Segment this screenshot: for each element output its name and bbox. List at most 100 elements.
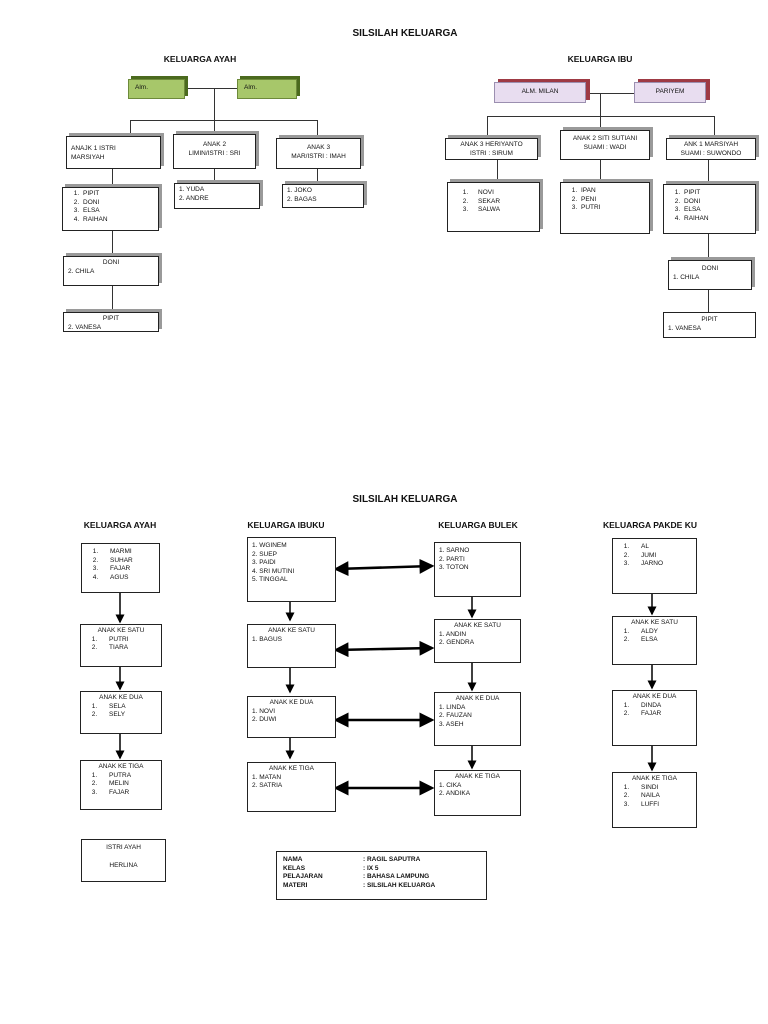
heading-keluarga-bulek: KELUARGA BULEK — [438, 520, 518, 530]
ibu-doni-box: DONI 1. CHILA — [668, 260, 752, 290]
box-title: ANAK KE TIGA — [268, 765, 315, 772]
list-item: DONI — [81, 199, 154, 208]
ayah-child-1: ANAJK 1 ISTRI MARSIYAH — [66, 136, 161, 169]
parent-pariyem: PARIYEM — [634, 82, 706, 103]
list-item: PUTRI — [579, 204, 645, 213]
info-value: : SILSILAH KELUARGA — [363, 881, 436, 889]
heading-keluarga-ibuku: KELUARGA IBUKU — [247, 520, 325, 530]
list-item: 2. PARTI — [439, 555, 465, 563]
list-item: NOVI — [470, 189, 535, 198]
info-key: MATERI — [283, 881, 308, 889]
ibu-child-1: ANAK 3 HERIYANTO ISTRI : SIRUM — [445, 138, 538, 160]
box-title: DONI — [102, 259, 120, 266]
list-item: SEKAR — [470, 198, 535, 207]
child-label: ANK 1 MARSIYAH — [683, 141, 739, 148]
istri-name: HERLINA — [109, 861, 138, 869]
list-item: PUTRI — [99, 636, 157, 645]
list-item: 1. CHILA — [673, 273, 700, 281]
list-item: 2. CHILA — [68, 267, 95, 275]
list-item: PUTRA — [99, 772, 157, 781]
ayah-child-3: ANAK 3 MAR/ISTRI : IMAH — [276, 138, 361, 169]
list-item: FAJAR — [100, 565, 155, 574]
info-value: : RAGIL SAPUTRA — [363, 856, 421, 863]
box-title: ISTRI AYAH — [106, 844, 141, 851]
bottom-title: SILSILAH KELUARGA — [352, 494, 458, 505]
list-item: 1. WGINEM — [252, 542, 287, 549]
list-item: 1. ANDIN — [439, 630, 467, 638]
list-item: 1. MATAN — [252, 773, 282, 781]
box-title: ANAK KE SATU — [268, 627, 315, 634]
list-item: 2. FAUZAN — [439, 712, 472, 719]
heading-keluarga-ayah: KELUARGA AYAH — [83, 520, 157, 530]
ibuku-gen1-box: ANAK KE SATU 1. BAGUS — [247, 624, 336, 668]
list-item: SUHAR — [100, 557, 155, 566]
box-title: ANAK KE TIGA — [454, 773, 501, 780]
child-label: ANAK 2 — [202, 141, 227, 148]
list-item: 1. SARNO — [439, 547, 470, 554]
list-item: ALDY — [631, 628, 692, 637]
ayah-gen1-box: ANAK KE SATU PUTRI TIARA — [80, 624, 162, 667]
bulek-gen1-box: ANAK KE SATU 1. ANDIN 2. GENDRA — [434, 619, 521, 663]
list-item: JUMI — [631, 552, 692, 561]
ayah-gen0-list: MARMI SUHAR FAJAR AGUS — [81, 543, 160, 593]
box-title: ANAK KE DUA — [269, 699, 314, 706]
list-item: RAIHAN — [81, 216, 154, 225]
box-title: DONI — [701, 265, 719, 272]
ayah-gen2-box: ANAK KE DUA SELA SELY — [80, 691, 162, 734]
list-item: SINDI — [631, 784, 692, 793]
list-item: ELSA — [631, 636, 692, 645]
list-item: ELSA — [81, 207, 154, 216]
box-title: ANAK KE SATU — [454, 622, 501, 629]
info-key: KELAS — [283, 864, 306, 872]
ibuku-gen2-box: ANAK KE DUA 1. NOVI 2. DUWI — [247, 696, 336, 738]
list-item: 2. SATRIA — [252, 782, 283, 789]
child-label: ANAK 3 — [306, 144, 331, 151]
bulek-gen2-box: ANAK KE DUA 1. LINDA 2. FAUZAN 3. ASEH — [434, 692, 521, 746]
parent-alm-left: Alm. — [128, 79, 185, 99]
list-item: 1. VANESA — [668, 324, 702, 332]
child-spouse: SUAMI : SUWONDO — [680, 149, 742, 157]
box-title: ANAK KE DUA — [632, 693, 677, 700]
ibuku-gen0-list: 1. WGINEM 2. SUEP 3. PAIDI 4. SRI MUTINI… — [247, 537, 336, 602]
list-item: 1. BAGUS — [252, 635, 282, 643]
list-item: 3. ASEH — [439, 720, 464, 728]
box-title: ANAK KE DUA — [455, 695, 500, 702]
list-item: 1. JOKO — [287, 187, 312, 194]
info-value: : BAHASA LAMPUNG — [363, 873, 430, 880]
list-item: 2. BAGAS — [287, 195, 317, 203]
heading-keluarga-ibu-top: KELUARGA IBU — [567, 54, 633, 64]
info-key: NAMA — [283, 856, 303, 863]
list-item: NAILA — [631, 792, 692, 801]
ayah-kids-2-list: 1. YUDA 2. ANDRE — [174, 183, 260, 209]
child-spouse: MAR/ISTRI : IMAH — [291, 152, 346, 160]
student-info-box: NAMA: RAGIL SAPUTRA KELAS: IX 5 PELAJARA… — [276, 851, 487, 900]
list-item: PIPIT — [682, 189, 751, 198]
info-key: PELAJARAN — [283, 873, 323, 880]
box-title: PIPIT — [102, 315, 120, 322]
list-item: PENI — [579, 196, 645, 205]
ibuku-gen3-box: ANAK KE TIGA 1. MATAN 2. SATRIA — [247, 762, 336, 812]
child-label: ANAK 3 HERIYANTO — [460, 141, 523, 148]
list-item: AL — [631, 543, 692, 552]
list-item: DONI — [682, 198, 751, 207]
heading-keluarga-pakde: KELUARGA PAKDE KU — [603, 520, 697, 530]
pakde-gen3-box: ANAK KE TIGA SINDI NAILA LUFFI — [612, 772, 697, 828]
heading-keluarga-ayah-top: KELUARGA AYAH — [163, 54, 237, 64]
list-item: IPAN — [579, 187, 645, 196]
list-item: MARMI — [100, 548, 155, 557]
ayah-pipit-box: PIPIT 2. VANESA — [63, 312, 159, 332]
pakde-gen2-box: ANAK KE DUA DINDA FAJAR — [612, 690, 697, 746]
list-item: SELY — [99, 711, 157, 720]
child-label: ANAK 2 SITI SUTIANI — [572, 135, 638, 142]
ayah-kids-1-list: PIPIT DONI ELSA RAIHAN — [62, 187, 159, 231]
list-item: 2. DUWI — [252, 716, 277, 723]
list-item: AGUS — [100, 574, 155, 583]
child-label: ANAJK 1 ISTRI — [71, 145, 116, 152]
box-title: ANAK KE TIGA — [98, 763, 144, 770]
ibu-child-3: ANK 1 MARSIYAH SUAMI : SUWONDO — [666, 138, 756, 160]
bulek-gen3-box: ANAK KE TIGA 1. CIKA 2. ANDIKA — [434, 770, 521, 816]
list-item: DINDA — [631, 702, 692, 711]
list-item: FAJAR — [99, 789, 157, 798]
ayah-gen3-box: ANAK KE TIGA PUTRA MELIN FAJAR — [80, 760, 162, 810]
